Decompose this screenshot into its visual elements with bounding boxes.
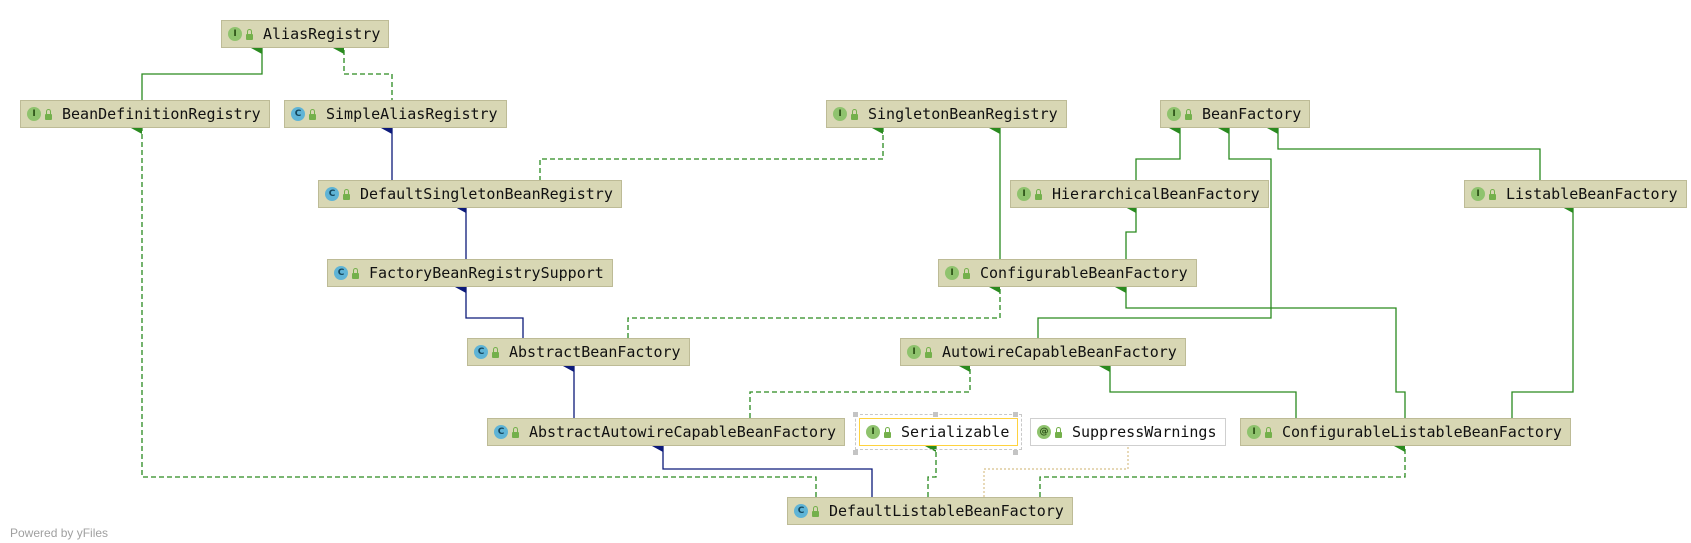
interface-icon: I [945, 266, 959, 280]
edge-beandefinitionregistry-aliasregistry [141, 42, 263, 103]
edge-abstractbean-configurablebean [627, 281, 1001, 338]
node-defaultlistablebeanfactory[interactable]: C DefaultListableBeanFactory [787, 497, 1073, 525]
node-label: ListableBeanFactory [1506, 185, 1678, 203]
public-access-icon [812, 506, 819, 517]
node-abstractautowirecapablebeanfactory[interactable]: C AbstractAutowireCapableBeanFactory [487, 418, 846, 446]
node-label: BeanFactory [1202, 105, 1302, 123]
selection-handle[interactable] [853, 412, 858, 417]
interface-icon: I [866, 425, 880, 439]
public-access-icon [1265, 427, 1272, 438]
interface-icon: I [228, 27, 242, 41]
annotation-icon: @ [1037, 425, 1051, 439]
selection-handle[interactable] [1013, 412, 1018, 417]
edge-listable-beanfactory [1267, 122, 1541, 181]
node-label: ConfigurableBeanFactory [980, 264, 1188, 282]
edge-configurablelistable-listable [1511, 201, 1574, 418]
node-singletonbeanregistry[interactable]: I SingletonBeanRegistry [826, 100, 1067, 128]
node-listablebeanfactory[interactable]: I ListableBeanFactory [1464, 180, 1687, 208]
node-simplealiasregistry[interactable]: C SimpleAliasRegistry [284, 100, 507, 128]
interface-icon: I [833, 107, 847, 121]
node-aliasregistry[interactable]: I AliasRegistry [221, 20, 390, 48]
edge-defaultlistable-suppresswarnings [983, 446, 1129, 497]
public-access-icon [512, 427, 519, 438]
interface-icon: I [27, 107, 41, 121]
interface-icon: I [907, 345, 921, 359]
edge-autowire-beanfactory [1037, 122, 1272, 338]
class-icon: C [494, 425, 508, 439]
edge-configurablebean-hierarchical [1125, 201, 1137, 259]
class-icon: C [794, 504, 808, 518]
public-access-icon [851, 109, 858, 120]
interface-icon: I [1247, 425, 1261, 439]
selection-handle[interactable] [1013, 450, 1018, 455]
node-beandefinitionregistry[interactable]: I BeanDefinitionRegistry [20, 100, 270, 128]
edge-defaultlistable-serializable [925, 440, 937, 497]
edge-hierarchical-beanfactory [1135, 122, 1181, 181]
node-factorybeanregistrysupport[interactable]: C FactoryBeanRegistrySupport [327, 259, 613, 287]
edge-defaultlistable-beandefinitionregistry [131, 122, 817, 497]
node-label: Serializable [901, 423, 1010, 441]
node-abstractbeanfactory[interactable]: C AbstractBeanFactory [467, 338, 690, 366]
node-label: ConfigurableListableBeanFactory [1282, 423, 1562, 441]
class-icon: C [474, 345, 488, 359]
interface-icon: I [1017, 187, 1031, 201]
selection-handle[interactable] [933, 412, 938, 417]
public-access-icon [246, 29, 253, 40]
node-label: AutowireCapableBeanFactory [942, 343, 1177, 361]
public-access-icon [963, 268, 970, 279]
class-icon: C [291, 107, 305, 121]
public-access-icon [45, 109, 52, 120]
public-access-icon [343, 189, 350, 200]
edge-defaultlistable-configurablelistable [1039, 440, 1406, 497]
node-label: AbstractBeanFactory [509, 343, 681, 361]
class-icon: C [325, 187, 339, 201]
node-label: FactoryBeanRegistrySupport [369, 264, 604, 282]
node-label: DefaultListableBeanFactory [829, 502, 1064, 520]
node-label: AliasRegistry [263, 25, 381, 43]
node-autowirecapablebeanfactory[interactable]: I AutowireCapableBeanFactory [900, 338, 1186, 366]
node-label: HierarchicalBeanFactory [1052, 185, 1260, 203]
public-access-icon [352, 268, 359, 279]
public-access-icon [492, 347, 499, 358]
edge-simplealiasregistry-aliasregistry [333, 42, 393, 103]
edge-defaultlistable-abstractautowire [652, 440, 873, 497]
node-beanfactory[interactable]: I BeanFactory [1160, 100, 1311, 128]
watermark-text: Powered by yFiles [10, 526, 109, 540]
public-access-icon [1035, 189, 1042, 200]
selection-handle[interactable] [853, 450, 858, 455]
public-access-icon [1185, 109, 1192, 120]
node-configurablelistablebeanfactory[interactable]: I ConfigurableListableBeanFactory [1240, 418, 1571, 446]
interface-icon: I [1167, 107, 1181, 121]
public-access-icon [1489, 189, 1496, 200]
public-access-icon [925, 347, 932, 358]
node-defaultsingletonbeanregistry[interactable]: C DefaultSingletonBeanRegistry [318, 180, 622, 208]
node-label: SingletonBeanRegistry [868, 105, 1058, 123]
public-access-icon [1055, 427, 1062, 438]
edge-defaultsingleton-singletonregistry [539, 122, 884, 181]
public-access-icon [884, 427, 891, 438]
node-hierarchicalbeanfactory[interactable]: I HierarchicalBeanFactory [1010, 180, 1269, 208]
interface-icon: I [1471, 187, 1485, 201]
node-configurablebeanfactory[interactable]: I ConfigurableBeanFactory [938, 259, 1197, 287]
node-label: AbstractAutowireCapableBeanFactory [529, 423, 837, 441]
class-icon: C [334, 266, 348, 280]
node-label: SuppressWarnings [1072, 423, 1217, 441]
edge-abstractbean-factorybean [455, 281, 524, 338]
edge-configurablelistable-autowire [1099, 360, 1297, 418]
edge-abstractautowire-autowire [749, 360, 971, 418]
public-access-icon [309, 109, 316, 120]
edge-configurablelistable-configurablebean [1115, 281, 1406, 418]
node-serializable[interactable]: I Serializable [854, 414, 1023, 450]
node-label: DefaultSingletonBeanRegistry [360, 185, 613, 203]
node-suppresswarnings[interactable]: @ SuppressWarnings [1030, 418, 1226, 446]
node-label: SimpleAliasRegistry [326, 105, 498, 123]
node-label: BeanDefinitionRegistry [62, 105, 261, 123]
